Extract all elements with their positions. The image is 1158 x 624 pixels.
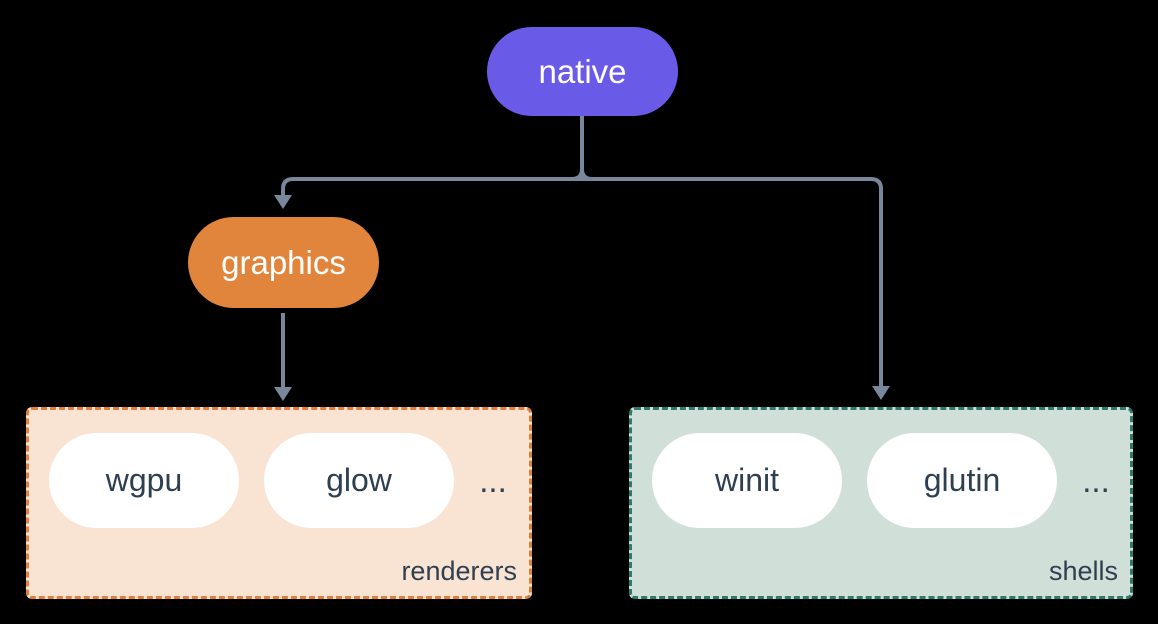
group-shells-label: shells bbox=[1048, 556, 1118, 586]
arrowhead-into-shells bbox=[872, 386, 890, 400]
node-graphics: graphics bbox=[188, 217, 379, 308]
pill-glow: glow bbox=[264, 433, 454, 528]
pill-glutin: glutin bbox=[867, 433, 1057, 528]
arrowhead-into-graphics bbox=[274, 195, 292, 209]
pill-winit-label: winit bbox=[714, 462, 779, 498]
group-renderers-label: renderers bbox=[401, 556, 517, 586]
renderers-ellipsis: ... bbox=[479, 461, 507, 499]
edge-native-junction bbox=[571, 116, 593, 181]
edge-rail bbox=[281, 177, 883, 386]
node-graphics-label: graphics bbox=[221, 243, 346, 281]
pill-glow-label: glow bbox=[326, 462, 392, 498]
node-native: native bbox=[487, 27, 678, 116]
pill-winit: winit bbox=[652, 433, 842, 528]
group-renderers: wgpu glow ... renderers bbox=[26, 407, 532, 599]
node-native-label: native bbox=[538, 52, 627, 90]
pill-wgpu-label: wgpu bbox=[105, 462, 183, 498]
arrowhead-into-renderers bbox=[274, 387, 292, 401]
group-shells: winit glutin ... shells bbox=[629, 407, 1133, 599]
shells-ellipsis: ... bbox=[1082, 461, 1110, 499]
pill-glutin-label: glutin bbox=[923, 462, 1001, 498]
pill-wgpu: wgpu bbox=[49, 433, 239, 528]
